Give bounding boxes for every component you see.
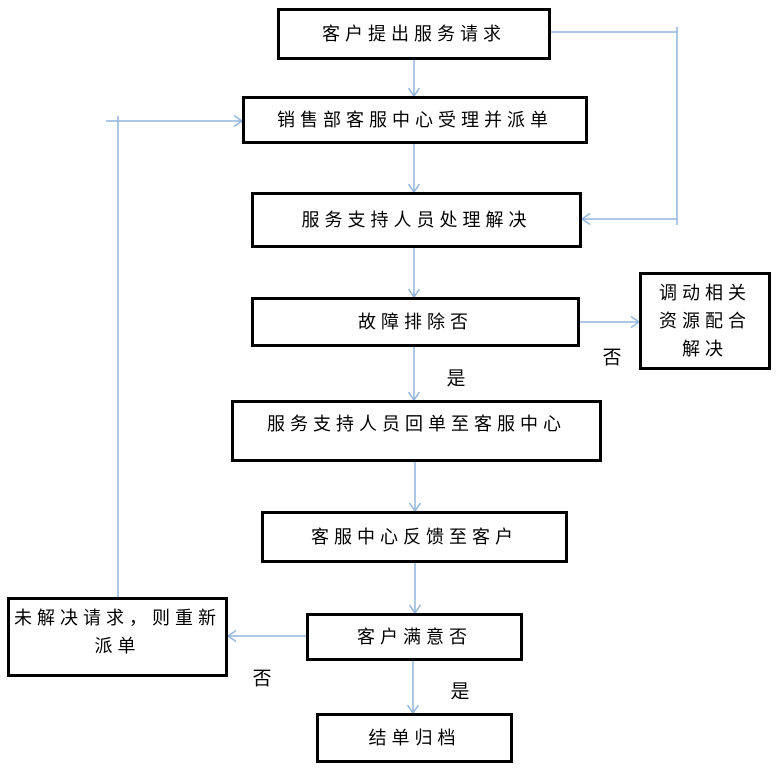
edge-label-fault-no: 否 (602, 347, 622, 369)
node-fault-cleared-decision: 故障排除否 (251, 297, 580, 347)
connector-satisfycheck-yes-to-archive (406, 661, 420, 715)
edge-label-satisfy-yes: 是 (450, 681, 470, 703)
connector-faultcheck-yes-to-return (407, 347, 421, 402)
node-unresolved-redispatch: 未解决请求，则重新 派单 (7, 597, 228, 677)
node-customer-satisfied-decision: 客户满意否 (306, 613, 523, 661)
connector-request-to-dispatch (407, 60, 421, 98)
node-mobilize-resources: 调动相关 资源配合 解决 (639, 272, 771, 370)
connector-feedback-to-satisfycheck (408, 563, 422, 615)
connector-redispatch-to-dispatch (106, 114, 244, 597)
node-return-order-to-center: 服务支持人员回单至客服中心 (231, 400, 602, 462)
node-support-staff-resolve: 服务支持人员处理解决 (251, 192, 582, 248)
connector-satisfycheck-no-to-redispatch (226, 629, 306, 643)
edge-label-satisfy-no: 否 (252, 668, 272, 690)
node-service-center-dispatch: 销售部客服中心受理并派单 (242, 96, 588, 144)
connector-return-to-feedback (408, 462, 422, 513)
connector-faultcheck-no-to-resources (580, 315, 641, 329)
node-center-feedback-customer: 客服中心反馈至客户 (261, 511, 568, 563)
connector-dispatch-to-support (407, 144, 421, 194)
connector-request-to-support-loop (551, 27, 678, 226)
connector-support-to-faultcheck (407, 248, 421, 299)
edge-label-fault-yes: 是 (446, 368, 466, 390)
node-customer-request: 客户提出服务请求 (277, 8, 551, 60)
node-close-and-archive: 结单归档 (316, 713, 513, 763)
